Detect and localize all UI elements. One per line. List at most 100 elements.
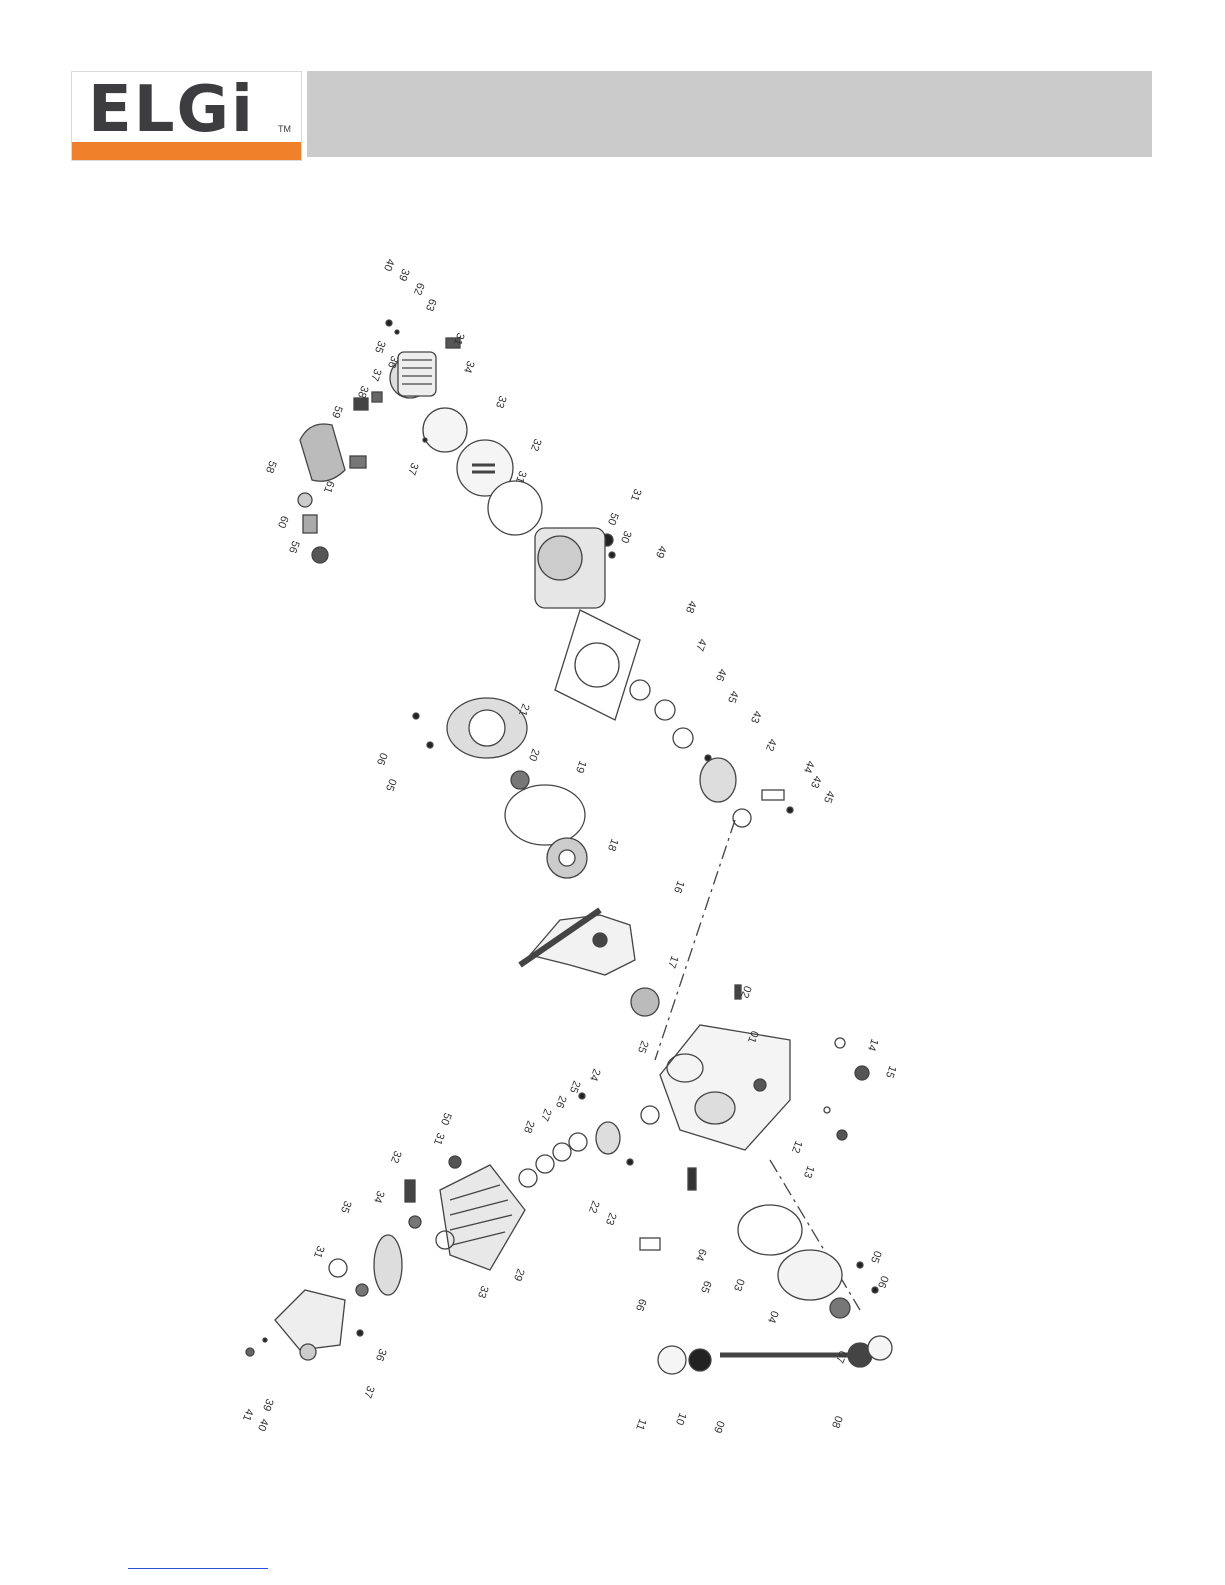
delivery-pipe [300, 424, 345, 481]
part-number-label: 49 [653, 544, 668, 560]
part-number-label: 36 [373, 1347, 388, 1363]
ring [733, 809, 751, 827]
washer [263, 1338, 267, 1342]
part-number-label: 46 [713, 667, 728, 683]
plug [837, 1130, 847, 1140]
ball-bearing [631, 988, 659, 1016]
drive-assembly [658, 1205, 892, 1374]
part-number-label: 43 [808, 774, 823, 790]
washer [835, 1038, 845, 1048]
base-gasket [555, 610, 640, 720]
upper-cylinder-assembly [535, 528, 793, 827]
part-number-label: 41 [240, 1407, 255, 1423]
ring [553, 1143, 571, 1161]
ring [630, 680, 650, 700]
part-number-label: 33 [475, 1284, 490, 1300]
part-number-label: 65 [698, 1279, 713, 1295]
ring [673, 728, 693, 748]
cylinder-bore [538, 536, 582, 580]
part-number-label: 09 [711, 1419, 726, 1435]
part-number-label: 35 [338, 1199, 353, 1215]
part-number-label: 31 [431, 1131, 446, 1147]
part-number-label: 27 [538, 1107, 553, 1123]
part-number-label: 29 [511, 1267, 526, 1283]
part-number-label: 25 [635, 1039, 650, 1055]
washer [395, 330, 399, 334]
part-number-label: 50 [605, 511, 620, 527]
part-number-label: 22 [586, 1199, 601, 1215]
part-number-label: 30 [618, 529, 633, 545]
part-number-label: 36 [385, 354, 400, 370]
oil-seal [830, 1298, 850, 1318]
part-number-label: 31 [628, 487, 643, 503]
part-number-label: 12 [789, 1139, 804, 1155]
part-number-label: 32 [528, 437, 543, 453]
crankcase-opening [695, 1092, 735, 1124]
part-number-label: 66 [633, 1297, 648, 1313]
nut [372, 392, 382, 402]
footer-link-underline[interactable] [128, 1568, 268, 1569]
screw [423, 438, 427, 442]
part-number-label: 63 [423, 297, 438, 313]
part-number-label: 60 [275, 514, 290, 530]
lower-cylinder-assembly [246, 1156, 696, 1360]
cap [868, 1336, 892, 1360]
fitting [409, 1216, 421, 1228]
oil-seal [511, 771, 529, 789]
top-head-assembly [298, 320, 542, 563]
part-number-label: 15 [883, 1064, 898, 1080]
part-number-label: 37 [361, 1384, 376, 1400]
part-number-label: 04 [765, 1309, 780, 1325]
washer [824, 1107, 830, 1113]
part-number-label: 64 [693, 1247, 708, 1263]
pin [579, 1093, 585, 1099]
centre-line [655, 820, 735, 1060]
finned-head [398, 352, 436, 396]
part-number-label: 11 [633, 1417, 648, 1432]
part-number-label: 26 [553, 1094, 568, 1110]
breather [754, 1079, 766, 1091]
part-number-label: 28 [521, 1119, 536, 1135]
valve-plate [423, 408, 467, 452]
part-number-label: 62 [411, 281, 426, 297]
cylinder-head [275, 1290, 345, 1350]
part-number-label: 06 [374, 751, 389, 767]
part-number-label: 05 [383, 777, 398, 793]
washer [427, 742, 433, 748]
cylinder [440, 1165, 525, 1270]
gudgeon-pin [762, 790, 784, 800]
circlip [787, 807, 793, 813]
part-number-label: 45 [821, 789, 836, 805]
circlip [627, 1159, 633, 1165]
stud [405, 1180, 415, 1202]
pulley [658, 1346, 686, 1374]
nut [312, 547, 328, 563]
oil-plug [855, 1066, 869, 1080]
part-number-label: 24 [587, 1067, 602, 1083]
crankpin [593, 933, 607, 947]
pulley-hub [689, 1349, 711, 1371]
ring [569, 1133, 587, 1151]
bolt [246, 1348, 254, 1356]
connector [350, 456, 366, 468]
part-number-label: 37 [368, 367, 383, 383]
bolt [386, 320, 392, 326]
end-cover [778, 1250, 842, 1300]
part-number-label: 40 [381, 257, 396, 273]
part-number-label: 25 [567, 1079, 582, 1095]
gasket [329, 1259, 347, 1277]
part-number-label: 56 [286, 539, 301, 555]
ring [536, 1155, 554, 1173]
ring [519, 1169, 537, 1187]
part-number-label: 18 [605, 837, 620, 853]
part-number-label: 17 [665, 954, 680, 970]
piston [596, 1122, 620, 1154]
part-number-label: 44 [801, 759, 816, 775]
part-number-label: 48 [683, 599, 698, 615]
part-number-label: 05 [868, 1249, 883, 1265]
union [303, 515, 317, 533]
part-number-label: 31 [311, 1244, 326, 1260]
part-number-label: 34 [461, 359, 476, 375]
part-number-label: 59 [329, 404, 344, 420]
part-number-label: 43 [748, 709, 763, 725]
